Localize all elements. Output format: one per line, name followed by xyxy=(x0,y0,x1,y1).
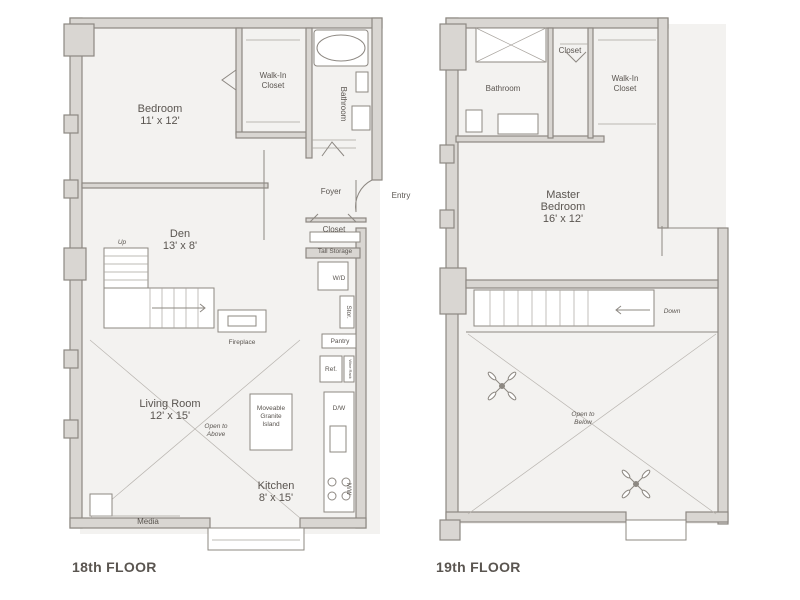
north-wall-19 xyxy=(445,17,669,29)
kitchen-sink xyxy=(329,425,347,453)
stair-arrow-down-icon xyxy=(615,305,650,315)
stairs-18 xyxy=(103,247,215,329)
closet-rod xyxy=(309,231,361,243)
open-below-label-2: Below xyxy=(574,419,593,426)
east-wall-lower xyxy=(355,227,367,529)
bathroom-label: Bathroom xyxy=(339,87,348,122)
island-label-3: Island xyxy=(262,421,280,428)
open-above-label-2: Above xyxy=(206,431,226,438)
media-label: Media xyxy=(137,517,159,526)
ceiling-fan-icon xyxy=(621,469,651,499)
master-bedroom-size: 16' x 12' xyxy=(543,213,583,225)
granite-island xyxy=(249,393,293,451)
microwave-label: M/W xyxy=(345,483,351,496)
stairs-19 xyxy=(473,289,655,327)
floor-19-title: 19th FLOOR xyxy=(436,559,521,575)
pantry xyxy=(321,333,357,349)
east-wall-upper xyxy=(371,17,383,181)
stairs-up-label: Up xyxy=(118,239,127,246)
closet-label: Closet xyxy=(323,225,346,234)
east-wall-19-upper xyxy=(657,17,669,229)
floor-19-plan xyxy=(439,17,729,541)
open-above-label-1: Open to xyxy=(204,423,228,430)
dishwasher-label: D/W xyxy=(333,405,347,412)
east-wall-19-lower xyxy=(717,227,729,525)
living-room-size: 12' x 15' xyxy=(150,410,190,422)
storage-label: Stor. xyxy=(345,305,352,319)
refrigerator xyxy=(319,355,343,383)
walkin-closet-label-2: Closet xyxy=(262,81,285,90)
toilet xyxy=(355,71,369,93)
wine-rack-label: Wine Rack xyxy=(348,359,353,378)
stairs-down-label: Down xyxy=(664,308,681,315)
island-label-2: Granite xyxy=(260,413,282,420)
wine-rack xyxy=(343,355,355,383)
south-wall-right xyxy=(299,517,367,529)
media-unit xyxy=(89,493,113,517)
closet-19-label: Closet xyxy=(559,46,582,55)
bedroom-label: Bedroom xyxy=(138,103,183,115)
living-room-label: Living Room xyxy=(139,398,200,410)
wd-label: W/D xyxy=(333,275,346,282)
tall-storage-label: Tall Storage xyxy=(318,248,353,255)
bathroom-19-label: Bathroom xyxy=(486,84,521,93)
kitchen-size: 8' x 15' xyxy=(259,492,293,504)
floor-18-plan xyxy=(63,17,383,551)
den-size: 13' x 8' xyxy=(163,240,197,252)
fireplace-label: Fireplace xyxy=(229,339,256,346)
storage xyxy=(339,295,355,329)
bedroom-size: 11' x 12' xyxy=(140,115,179,127)
bay-window xyxy=(207,527,305,551)
ref-label: Ref. xyxy=(325,366,337,373)
north-wall xyxy=(69,17,383,29)
master-bedroom-label-2: Bedroom xyxy=(541,201,586,213)
foyer-label: Foyer xyxy=(321,187,342,196)
pantry-label: Pantry xyxy=(331,338,351,345)
walkin-19-label-1: Walk-In xyxy=(612,74,639,83)
washer-dryer xyxy=(317,261,349,291)
island-label-1: Moveable xyxy=(257,405,286,412)
entry-label: Entry xyxy=(392,191,411,200)
walkin-closet-label-1: Walk-In xyxy=(260,71,287,80)
bathroom-sink xyxy=(351,105,371,131)
den-label: Den xyxy=(170,228,190,240)
kitchen-label: Kitchen xyxy=(258,480,295,492)
ceiling-fan-icon xyxy=(487,371,517,401)
master-bedroom-label-1: Master xyxy=(546,189,580,201)
vanity-sink-19 xyxy=(497,113,539,135)
open-below-label-1: Open to xyxy=(571,411,595,418)
floor-18-title: 18th FLOOR xyxy=(72,559,157,575)
walkin-19-label-2: Closet xyxy=(614,84,637,93)
stair-arrow-icon xyxy=(152,303,206,313)
toilet-19 xyxy=(465,109,483,133)
south-wall-left xyxy=(69,517,211,529)
